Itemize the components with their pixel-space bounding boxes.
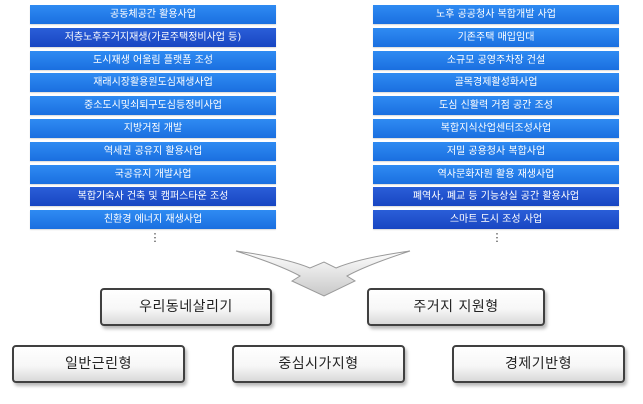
left-project-item: 공동체공간 활용사업 [30, 5, 276, 24]
type-box-general: 일반근린형 [12, 345, 185, 383]
type-box-central: 중심시가지형 [232, 345, 405, 383]
type-box-ourtown: 우리동네살리기 [100, 288, 272, 326]
type-box-economic: 경제기반형 [452, 345, 625, 383]
left-project-item: 복합기숙사 건축 및 캠퍼스타운 조성 [30, 187, 276, 207]
right-project-list: 노후 공공청사 복합개발 사업 기존주택 매입임대 소규모 공영주차장 건설 골… [373, 5, 619, 233]
left-project-item: 중소도시및쇠퇴구도심등정비사업 [30, 96, 276, 116]
right-project-item: 저밀 공용청사 복합사업 [373, 141, 619, 161]
left-project-item: 도시재생 어울림 플랫폼 조성 [30, 50, 276, 70]
right-project-item: 노후 공공청사 복합개발 사업 [373, 5, 619, 24]
right-project-item: 기존주택 매입임대 [373, 27, 619, 47]
right-project-item: 폐역사, 폐교 등 기능상실 공간 활용사업 [373, 187, 619, 207]
right-project-item: 스마트 도시 조성 사업 [373, 210, 619, 230]
left-project-item: 재래시장활용원도심재생사업 [30, 73, 276, 93]
right-project-item: 복합지식산업센터조성사업 [373, 118, 619, 138]
left-project-item: 국공유지 개발사업 [30, 164, 276, 184]
left-project-item: 저층노후주거지재생(가로주택정비사업 등) [30, 27, 276, 47]
right-ellipsis: ⋮ [491, 231, 503, 244]
type-box-residential: 주거지 지원형 [367, 288, 545, 326]
right-project-item: 역사문화자원 활용 재생사업 [373, 164, 619, 184]
left-project-item: 친환경 에너지 재생사업 [30, 210, 276, 230]
right-project-item: 골목경제활성화사업 [373, 73, 619, 93]
left-ellipsis: ⋮ [149, 231, 161, 244]
right-project-item: 도심 신활력 거점 공간 조성 [373, 96, 619, 116]
left-project-list: 공동체공간 활용사업 저층노후주거지재생(가로주택정비사업 등) 도시재생 어울… [30, 5, 276, 233]
left-project-item: 지방거점 개발 [30, 118, 276, 138]
left-project-item: 역세권 공유지 활용사업 [30, 141, 276, 161]
right-project-item: 소규모 공영주차장 건설 [373, 50, 619, 70]
